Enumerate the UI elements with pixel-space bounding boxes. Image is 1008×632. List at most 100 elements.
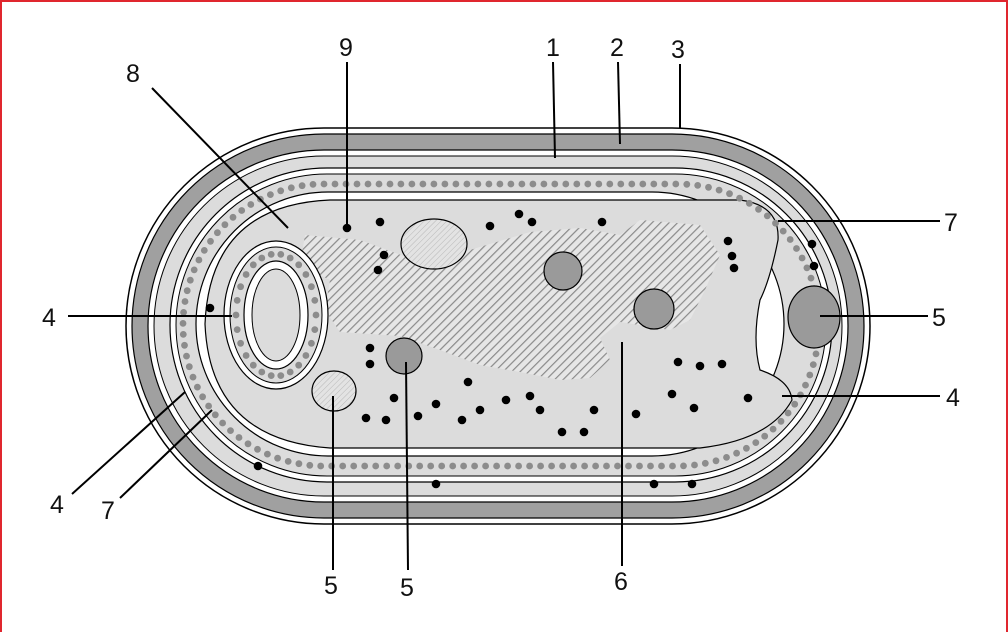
membrane-dot (559, 463, 566, 470)
membrane-dot (570, 463, 577, 470)
membrane-dot (306, 462, 313, 469)
ribosome-dot (536, 406, 545, 415)
inclusion-dot (277, 251, 284, 258)
membrane-dot (628, 181, 635, 188)
membrane-dot (639, 181, 646, 188)
ribosome-dot (718, 360, 727, 369)
membrane-dot (526, 463, 533, 470)
membrane-dot (438, 463, 445, 470)
membrane-dot (427, 463, 434, 470)
ribosome-dot (632, 410, 641, 419)
inclusion-dot (258, 369, 265, 376)
label-4-right: 4 (946, 384, 960, 412)
ribosome-dot (376, 218, 385, 227)
membrane-dot (537, 463, 544, 470)
membrane-dot (409, 181, 416, 188)
membrane-dot (752, 439, 759, 446)
ribosome-dot (502, 396, 511, 405)
membrane-dot (376, 181, 383, 188)
membrane-dot (680, 463, 687, 470)
membrane-dot (365, 181, 372, 188)
membrane-dot (460, 463, 467, 470)
membrane-dot (802, 382, 809, 389)
inclusion-dot (287, 369, 294, 376)
membrane-dot (650, 181, 657, 188)
inclusion-dot (237, 340, 244, 347)
membrane-dot (504, 463, 511, 470)
inclusion-dot (303, 271, 310, 278)
membrane-dot (683, 181, 690, 188)
ribosome-dot (206, 304, 215, 313)
membrane-dot (584, 181, 591, 188)
membrane-dot (372, 463, 379, 470)
inclusion-dot (233, 312, 240, 319)
membrane-dot (694, 182, 701, 189)
membrane-dot (398, 181, 405, 188)
membrane-dot (743, 445, 750, 452)
membrane-dot (205, 403, 212, 410)
ribosome-dot (730, 264, 739, 273)
membrane-dot (573, 181, 580, 188)
label-6: 6 (614, 568, 628, 596)
inclusion-dot (268, 251, 275, 258)
membrane-dot (778, 418, 785, 425)
inclusion-dot (311, 297, 318, 304)
membrane-dot (755, 206, 762, 213)
membrane-dot (806, 372, 813, 379)
membrane-dot (475, 181, 482, 188)
membrane-dot (394, 463, 401, 470)
inclusion-dot (243, 271, 250, 278)
ribosome-dot (810, 262, 819, 271)
ribosome-dot (390, 394, 399, 403)
membrane-dot (227, 427, 234, 434)
membrane-dot (464, 181, 471, 188)
membrane-dot (764, 213, 771, 220)
membrane-dot (515, 463, 522, 470)
membrane-dot (791, 401, 798, 408)
membrane-dot (808, 275, 815, 282)
membrane-dot (180, 320, 187, 327)
membrane-dot (296, 460, 303, 467)
membrane-dot (761, 433, 768, 440)
ribosome-dot (590, 406, 599, 415)
membrane-dot (787, 236, 794, 243)
membrane-dot (661, 181, 668, 188)
ribosome-dot (486, 222, 495, 231)
label-2: 2 (610, 34, 624, 62)
membrane-dot (247, 201, 254, 208)
ribosome-dot (254, 462, 263, 471)
inclusion-dot (268, 372, 275, 379)
ribosome-dot (362, 414, 371, 423)
granule-mid (386, 338, 422, 374)
membrane-dot (636, 463, 643, 470)
membrane-dot (186, 363, 193, 370)
label-5-a: 5 (324, 572, 338, 600)
inclusion-dot (250, 362, 257, 369)
membrane-dot (187, 277, 194, 284)
membrane-dot (277, 187, 284, 194)
membrane-dot (705, 184, 712, 191)
membrane-dot (182, 298, 189, 305)
membrane-dot (383, 463, 390, 470)
membrane-dot (288, 184, 295, 191)
membrane-dot (548, 463, 555, 470)
membrane-dot (772, 220, 779, 227)
membrane-dot (328, 463, 335, 470)
ribosome-dot (674, 358, 683, 367)
membrane-dot (471, 463, 478, 470)
membrane-dot (606, 181, 613, 188)
label-4-bottom: 4 (50, 491, 64, 519)
membrane-dot (264, 451, 271, 458)
membrane-dot (672, 181, 679, 188)
inclusion-dot (313, 312, 320, 319)
ribosome-dot (380, 251, 389, 260)
inclusion-dot (311, 326, 318, 333)
ribosome-dot (414, 412, 423, 421)
membrane-dot (493, 463, 500, 470)
inclusion-dot (234, 326, 241, 333)
label-7-right: 7 (944, 209, 958, 237)
membrane-dot (797, 392, 804, 399)
membrane-dot (595, 181, 602, 188)
membrane-dot (799, 255, 806, 262)
ribosome-dot (515, 210, 524, 219)
